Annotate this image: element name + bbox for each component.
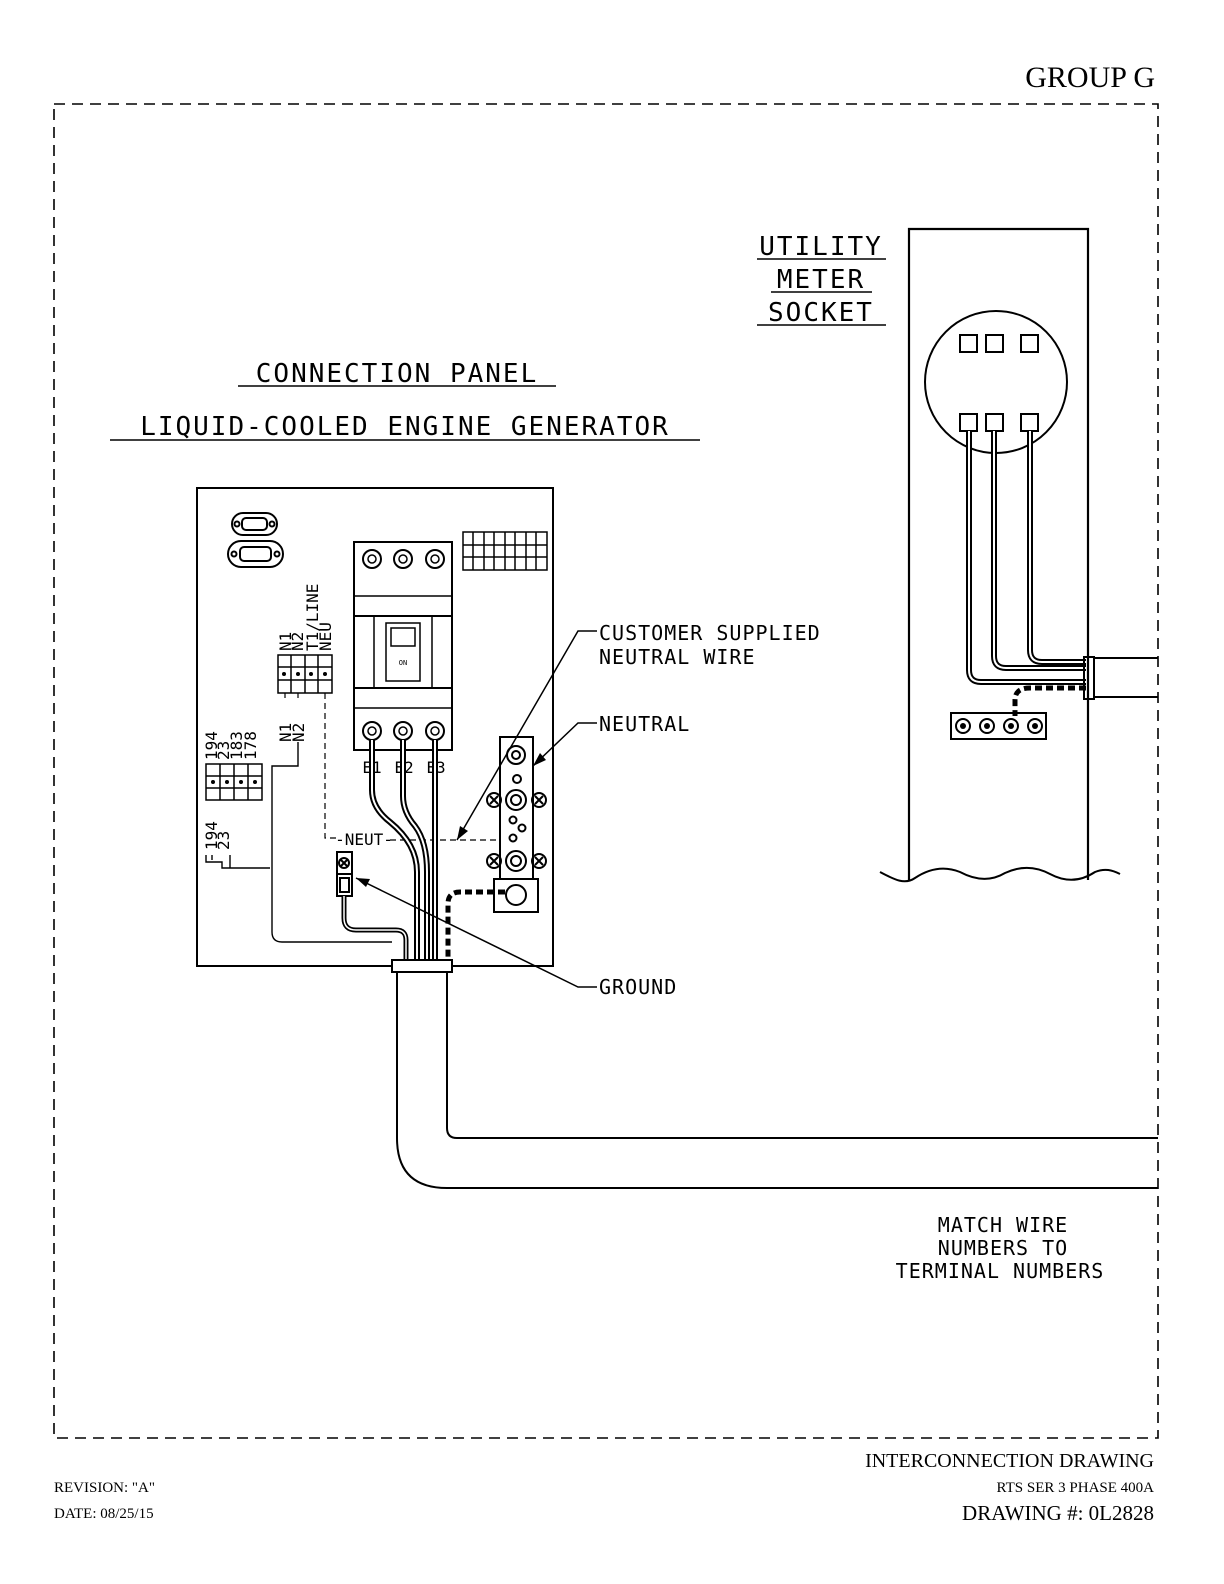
terminal-label-n1: N1 xyxy=(276,632,295,651)
terminal-label-23: 23 xyxy=(214,741,233,760)
title-block: INTERCONNECTION DRAWING RTS SER 3 PHASE … xyxy=(54,1450,1154,1525)
terminal-label-194: 194 xyxy=(202,731,221,760)
ground-lug xyxy=(336,851,353,897)
meter-title-line2: METER xyxy=(777,265,865,295)
control-terminal-strip xyxy=(462,531,548,571)
callout-neutral: NEUTRAL xyxy=(532,712,690,767)
wire-label-n1: N1 xyxy=(276,723,295,742)
terminal-block-left: 194 23 183 178 194 23 xyxy=(202,731,263,850)
meter-conduit-fitting xyxy=(1083,656,1095,700)
meter-neutral-block xyxy=(950,712,1047,740)
meter-title-line3: SOCKET xyxy=(768,298,874,328)
drawing-number: DRAWING #: 0L2828 xyxy=(962,1501,1154,1525)
dashed-border xyxy=(53,103,1159,1439)
meter-socket-body xyxy=(907,227,1090,880)
date-label: DATE: 08/25/15 xyxy=(54,1506,154,1522)
terminal-label-n2: N2 xyxy=(288,632,307,651)
main-breaker: ON xyxy=(353,541,453,751)
terminal-label-178: 178 xyxy=(241,731,260,760)
callout-customer-neutral-line1: CUSTOMER SUPPLIED xyxy=(599,621,821,645)
wire-label-n2: N2 xyxy=(289,723,308,742)
conduit-run xyxy=(396,972,1158,1189)
terminal-label-neu: NEU xyxy=(316,622,335,651)
panel-enclosure xyxy=(196,487,554,967)
callout-ground: GROUND xyxy=(355,877,677,999)
utility-meter-socket: UTILITY METER SOCKET xyxy=(757,227,1158,883)
breaker-on-label: ON xyxy=(399,659,407,667)
neut-label: -NEUT- xyxy=(335,830,393,849)
panel-subtitle: LIQUID-COOLED ENGINE GENERATOR xyxy=(140,412,670,442)
dsub-connector-icon xyxy=(227,512,284,568)
panel-title: CONNECTION PANEL xyxy=(256,359,538,389)
note-line1: MATCH WIRE xyxy=(938,1213,1068,1237)
callout-neutral-label: NEUTRAL xyxy=(599,712,690,736)
revision-label: REVISION: "A" xyxy=(54,1480,155,1496)
terminal-block-top: N1 N2 T1/LINE NEU N1 N2 xyxy=(276,584,335,742)
drawing-title: INTERCONNECTION DRAWING xyxy=(865,1450,1154,1472)
callout-customer-neutral-line2: NEUTRAL WIRE xyxy=(599,645,756,669)
drawing-model: RTS SER 3 PHASE 400A xyxy=(997,1480,1155,1496)
group-label: GROUP G xyxy=(1025,61,1155,94)
wire-label-194: 194 xyxy=(202,821,221,850)
panel-conduit-fitting xyxy=(391,959,453,973)
callout-customer-neutral: CUSTOMER SUPPLIED NEUTRAL WIRE xyxy=(456,621,821,841)
break-line xyxy=(879,866,1121,883)
wire-label-23: 23 xyxy=(214,831,233,850)
callout-ground-label: GROUND xyxy=(599,975,677,999)
note-line2: NUMBERS TO xyxy=(938,1236,1068,1260)
wire-match-note: MATCH WIRE NUMBERS TO TERMINAL NUMBERS xyxy=(896,1213,1105,1283)
terminal-label-183: 183 xyxy=(227,731,246,760)
terminal-label-t1-line: T1/LINE xyxy=(303,584,322,651)
note-line3: TERMINAL NUMBERS xyxy=(896,1259,1105,1283)
connection-panel: CONNECTION PANEL LIQUID-COOLED ENGINE GE… xyxy=(110,359,700,973)
meter-title-line1: UTILITY xyxy=(759,232,883,262)
